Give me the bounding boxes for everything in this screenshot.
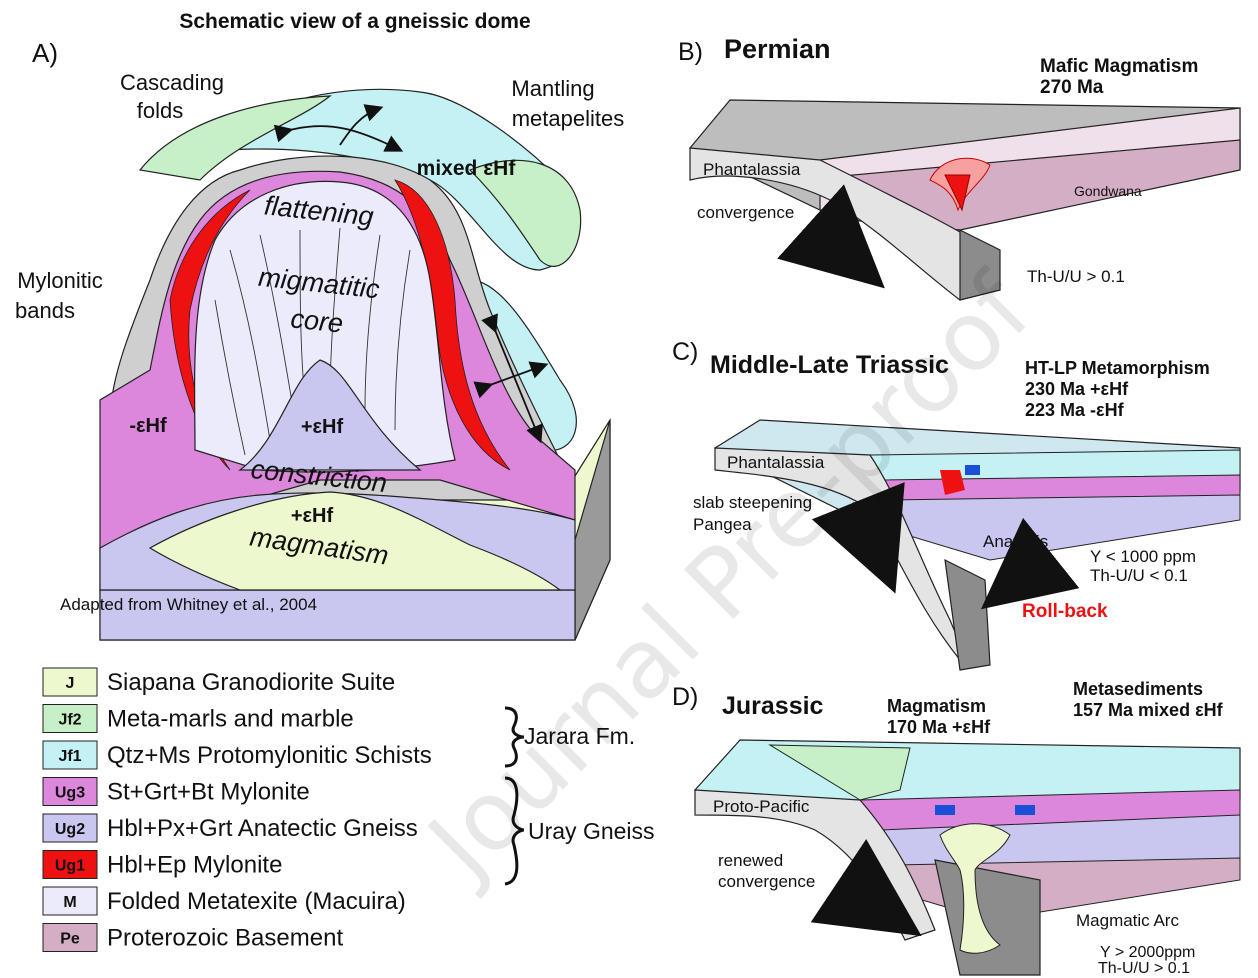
d-renewed-2: convergence xyxy=(718,872,815,891)
legend-label: Folded Metatexite (Macuira) xyxy=(107,888,406,915)
jarara-label: Jarara Fm. xyxy=(524,723,635,749)
neg-ehf-label: -εHf xyxy=(129,415,167,437)
pos-ehf-mag-label: +εHf xyxy=(291,505,334,527)
mylonitic-label-1: Mylonitic xyxy=(17,268,103,293)
panel-c: C) Middle-Late Triassic HT-LP Metamorphi… xyxy=(672,338,1240,670)
legend-code: Ug3 xyxy=(55,785,85,802)
cascading-label-2: folds xyxy=(137,98,183,123)
panel-d-mag-1: Magmatism xyxy=(887,696,986,716)
panel-b-title: Permian xyxy=(724,34,831,64)
b-gondwana: Gondwana xyxy=(1074,183,1142,199)
mylonitic-label-2: bands xyxy=(15,298,75,323)
d-slab-edge xyxy=(935,860,1040,975)
credit-text: Adapted from Whitney et al., 2004 xyxy=(60,595,317,614)
c-ratio: Th-U/U < 0.1 xyxy=(1090,566,1188,585)
d-blue-2 xyxy=(1015,805,1035,815)
legend-code: J xyxy=(66,675,75,692)
panel-d: D) Jurassic Magmatism 170 Ma +εHf Metase… xyxy=(672,679,1240,977)
uray-brace xyxy=(505,778,524,884)
c-slab-1: slab steepening xyxy=(693,493,812,512)
mantling-label-1: Mantling xyxy=(511,76,594,101)
b-phantalassia: Phantalassia xyxy=(703,160,801,179)
b-convergence-arrow xyxy=(820,230,870,275)
c-melt-blue xyxy=(965,465,980,475)
panel-b-event-2: 270 Ma xyxy=(1040,77,1104,98)
panel-d-letter: D) xyxy=(672,683,698,711)
mantling-label-2: metapelites xyxy=(512,106,625,131)
c-rollback-arrow xyxy=(995,565,1025,598)
panel-d-title: Jurassic xyxy=(722,692,824,720)
panel-c-letter: C) xyxy=(672,338,698,366)
core-label: core xyxy=(289,303,344,338)
d-arc: Magmatic Arc xyxy=(1076,911,1179,930)
panel-b-letter: B) xyxy=(678,38,703,66)
c-y: Y < 1000 ppm xyxy=(1090,547,1196,566)
panel-d-met-2: 157 Ma mixed εHf xyxy=(1073,700,1224,720)
legend-label: Hbl+Ep Mylonite xyxy=(107,852,282,879)
legend-code: Pe xyxy=(60,931,80,948)
panel-b: B) Permian Mafic Magmatism 270 Ma Phanta… xyxy=(678,34,1240,300)
legend-code: Ug2 xyxy=(55,821,85,838)
legend-code: Ug1 xyxy=(55,858,85,875)
panel-c-event-1: HT-LP Metamorphism xyxy=(1025,358,1210,378)
c-rollback: Roll-back xyxy=(1022,601,1108,622)
panel-c-event-2: 230 Ma +εHf xyxy=(1025,379,1129,399)
legend-label: Siapana Granodiorite Suite xyxy=(107,669,395,696)
legend-code: Jf2 xyxy=(58,712,81,729)
c-slab-2: Pangea xyxy=(693,515,752,534)
panel-a-letter: A) xyxy=(32,38,58,68)
d-ratio: Th-U/U > 0.1 xyxy=(1098,960,1190,977)
d-protopacific: Proto-Pacific xyxy=(713,797,810,816)
jarara-brace xyxy=(505,708,524,766)
c-slab-edge xyxy=(945,560,990,670)
cascading-label-1: Cascading xyxy=(120,70,224,95)
d-y: Y > 2000ppm xyxy=(1100,944,1195,961)
b-slab-edge xyxy=(960,230,1000,300)
uray-label: Uray Gneiss xyxy=(528,818,655,844)
panel-c-event-3: 223 Ma -εHf xyxy=(1025,400,1125,420)
pos-ehf-core-label: +εHf xyxy=(301,416,344,438)
mixed-ehf-label: mixed εHf xyxy=(417,157,517,180)
legend-label: St+Grt+Bt Mylonite xyxy=(107,779,310,806)
c-phantalassia: Phantalassia xyxy=(727,453,825,472)
legend-label: Hbl+Px+Grt Anatectic Gneiss xyxy=(107,815,418,842)
b-convergence: convergence xyxy=(697,203,794,222)
d-blue-1 xyxy=(935,805,955,815)
panel-a-title: Schematic view of a gneissic dome xyxy=(179,10,530,33)
legend-code: M xyxy=(63,894,76,911)
c-anatexis: Anatexis xyxy=(983,532,1048,551)
d-renewed-1: renewed xyxy=(718,851,783,870)
legend-label: Proterozoic Basement xyxy=(107,925,343,952)
panel-a: Schematic view of a gneissic dome A) xyxy=(15,10,624,640)
legend-label: Qtz+Ms Protomylonitic Schists xyxy=(107,742,432,769)
panel-d-mag-2: 170 Ma +εHf xyxy=(887,717,991,737)
legend-label: Meta-marls and marble xyxy=(107,706,354,733)
legend-groups: Jarara Fm. Uray Gneiss xyxy=(505,708,655,884)
b-ratio: Th-U/U > 0.1 xyxy=(1027,267,1125,286)
legend-code: Jf1 xyxy=(58,748,81,765)
panel-b-event-1: Mafic Magmatism xyxy=(1040,56,1198,77)
panel-d-met-1: Metasediments xyxy=(1073,679,1203,699)
panel-c-title: Middle-Late Triassic xyxy=(710,351,949,379)
